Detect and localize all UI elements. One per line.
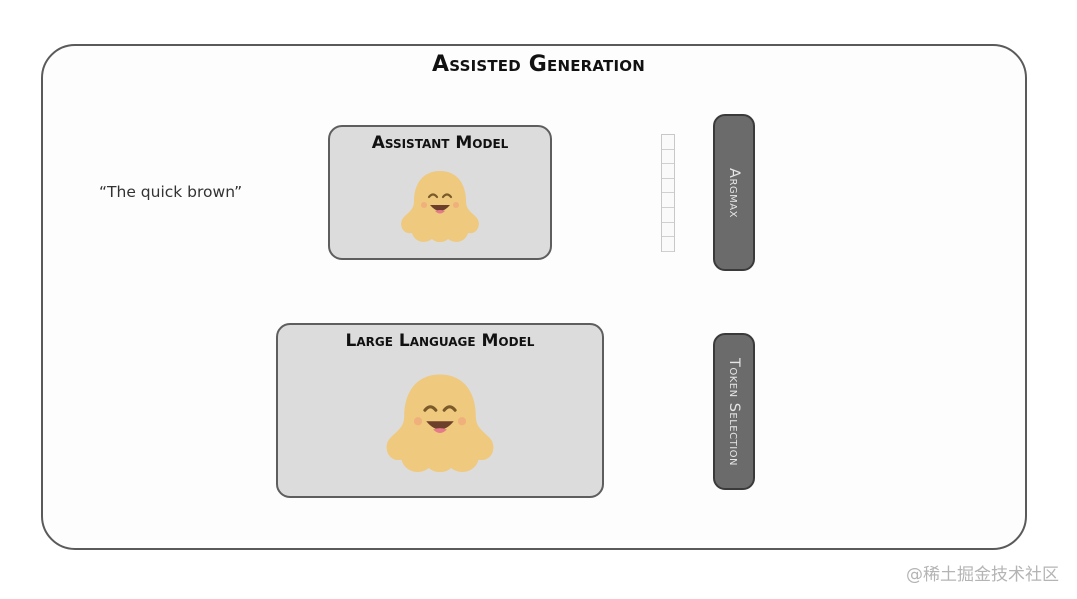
vector-cell — [662, 208, 674, 223]
vector-cell — [662, 237, 674, 252]
assistant-model-box: Assistant Model — [328, 125, 552, 260]
hugging-face-icon — [401, 171, 479, 242]
diagram-title: Assisted Generation — [432, 52, 645, 77]
vector-cell — [662, 193, 674, 208]
vector-cell — [662, 164, 674, 179]
vector-cell — [662, 135, 674, 150]
assistant-model-label: Assistant Model — [371, 133, 509, 153]
hugging-face-icon — [386, 374, 494, 473]
argmax-block: Argmax — [713, 114, 755, 271]
token-selection-block: Token Selection — [713, 333, 755, 490]
prompt-text: “The quick brown” — [99, 183, 243, 201]
large-language-model-box: Large Language Model — [276, 323, 604, 498]
vector-cell — [662, 150, 674, 165]
vector-cell — [662, 223, 674, 238]
logits-vector — [661, 134, 675, 252]
vector-cell — [662, 179, 674, 194]
watermark: @稀土掘金技术社区 — [906, 565, 1059, 585]
token-selection-label: Token Selection — [726, 357, 742, 466]
argmax-label: Argmax — [726, 167, 742, 218]
large-language-model-label: Large Language Model — [345, 331, 535, 351]
